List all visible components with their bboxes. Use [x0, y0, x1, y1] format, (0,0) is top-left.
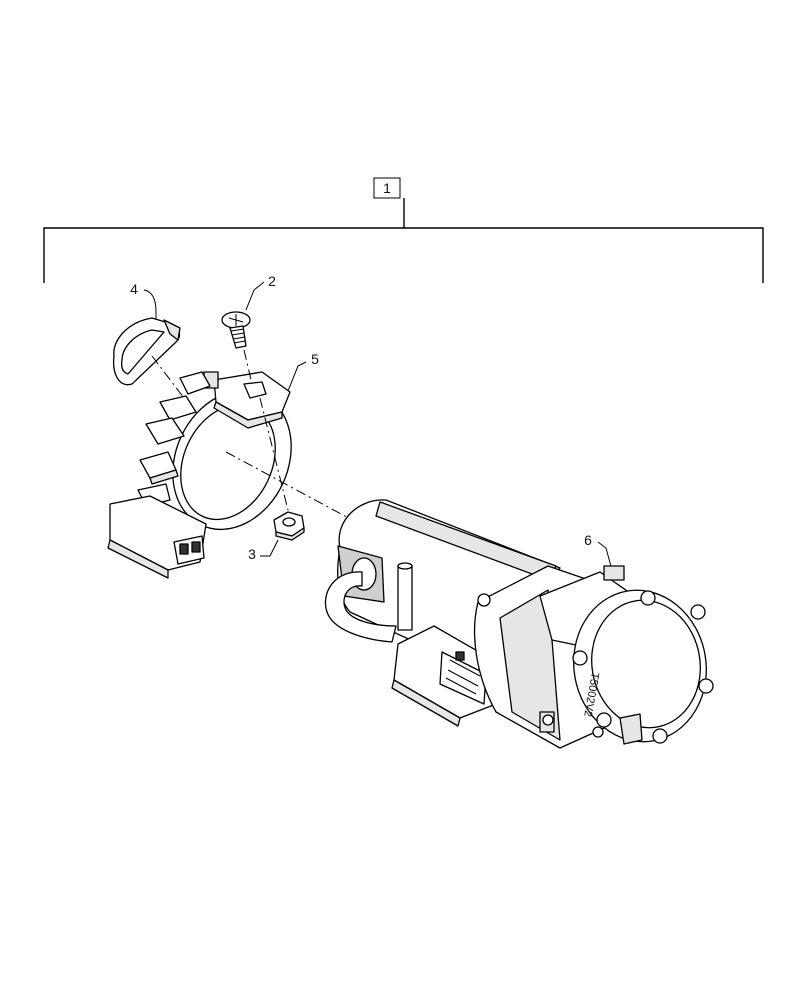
- callout-6: 6: [584, 532, 592, 548]
- screw-part: 2: [221, 273, 276, 349]
- alignment-lines: [151, 349, 357, 523]
- callout-4: 4: [130, 281, 138, 297]
- callout-1: 1: [383, 180, 391, 196]
- callout-5: 5: [311, 351, 319, 367]
- nut-part: 3: [248, 511, 305, 562]
- pump-motor-part: 6: [324, 499, 714, 749]
- cover-bolts: [477, 590, 714, 744]
- callout-3: 3: [248, 546, 256, 562]
- assembly-bracket: 1: [43, 177, 764, 283]
- callout-2: 2: [268, 273, 276, 289]
- bracket-part: 5: [107, 351, 319, 579]
- clip-part: 4: [112, 281, 181, 386]
